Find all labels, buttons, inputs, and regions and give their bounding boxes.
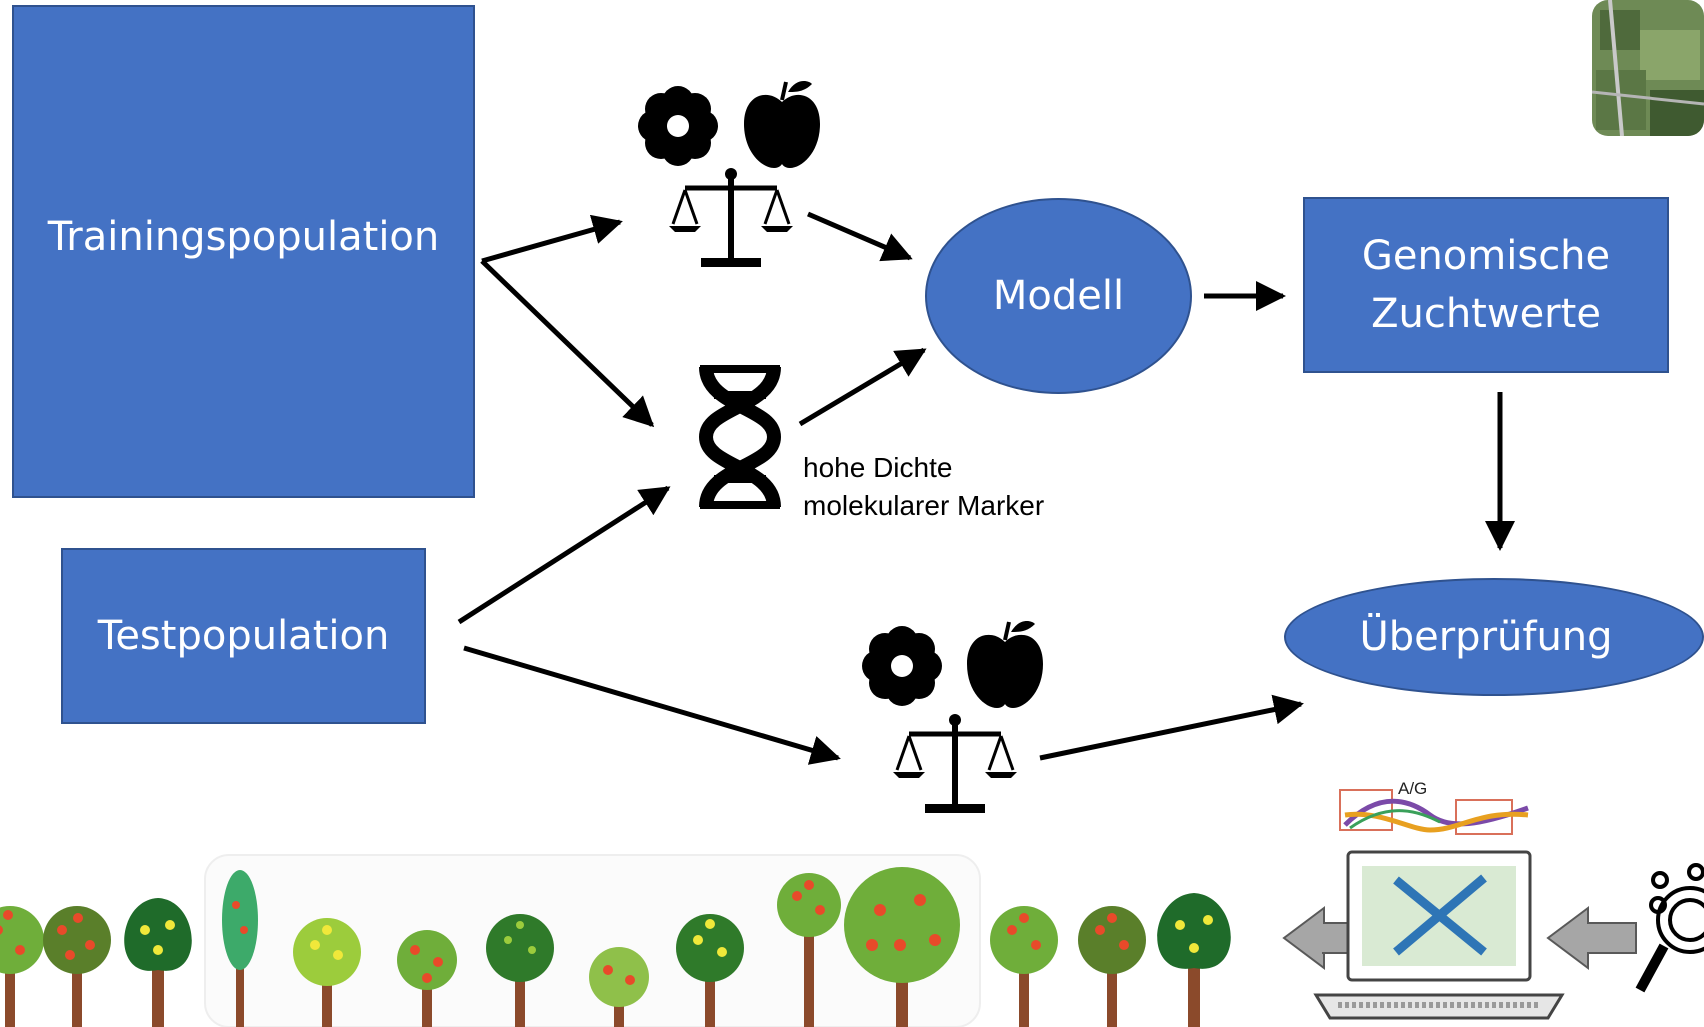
tree-icon [43, 906, 111, 1027]
tree-icon [397, 930, 457, 1027]
tree-icon [990, 906, 1058, 1027]
tree-icon [777, 873, 841, 1027]
phenotype-icon-group-2 [862, 621, 1043, 813]
marker-note-line2: molekularer Marker [803, 490, 1045, 521]
training-population-label: Trainingspopulation [47, 213, 440, 260]
tree-icon [589, 947, 649, 1027]
arrow-test-to-phenotype [463, 645, 841, 765]
apple-icon [967, 621, 1043, 708]
phenotype-icon-group-1 [638, 81, 820, 267]
laptop-icon [1313, 850, 1565, 1020]
tree-row [0, 867, 1231, 1027]
tree-icon [676, 914, 744, 1027]
tree-icon [222, 870, 258, 1027]
gebv-label-line2: Zuchtwerte [1371, 291, 1601, 337]
flower-icon [862, 626, 942, 706]
marker-note: hohe Dichte molekularer Marker [803, 449, 1044, 525]
tree-icon [844, 867, 960, 1027]
scale-icon [893, 714, 1017, 813]
model-ellipse: Modell [925, 198, 1192, 394]
validation-ellipse: Überprüfung [1284, 578, 1704, 696]
tree-icon [486, 914, 554, 1027]
model-label: Modell [992, 273, 1125, 319]
tree-icon [124, 898, 192, 1027]
arrow-training-to-phenotype [481, 214, 623, 264]
test-population-box: Testpopulation [61, 548, 426, 724]
validation-label: Überprüfung [1359, 614, 1613, 660]
arrow-training-to-markers [480, 259, 655, 428]
tree-icon [0, 906, 44, 1027]
test-population-label: Testpopulation [97, 613, 390, 659]
allele-label: A/G [1398, 779, 1427, 798]
arrow-phenotype-to-model [807, 211, 913, 262]
dna-icon [698, 365, 782, 509]
tree-icon [1078, 906, 1146, 1027]
gebv-box: Genomische Zuchtwerte [1303, 197, 1669, 373]
gray-arrow-left-2 [1546, 906, 1637, 970]
genotype-illustration: A/G [1339, 779, 1529, 835]
arrow-test-to-markers [457, 485, 671, 625]
magnifier-icon [1635, 863, 1704, 993]
arrow-markers-to-model [798, 347, 927, 427]
apple-icon [744, 81, 820, 168]
tree-icon [293, 918, 361, 1027]
marker-note-line1: hohe Dichte [803, 452, 953, 483]
photo-thumbnail [1592, 0, 1704, 136]
gebv-label-line1: Genomische [1361, 233, 1611, 279]
training-population-box: Trainingspopulation [12, 5, 475, 498]
scale-icon [669, 168, 793, 267]
tree-icon [1157, 893, 1231, 1027]
flower-icon [638, 86, 718, 166]
arrow-phenotype-to-validation [1039, 694, 1304, 761]
